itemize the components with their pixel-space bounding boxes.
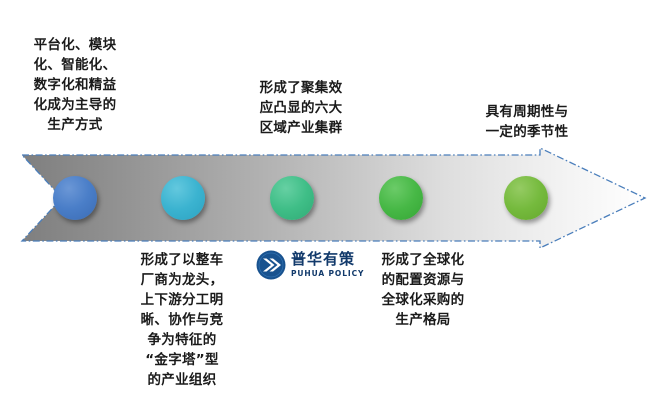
node-circle-5[interactable] [504,176,548,220]
callout-platform-production: 平台化、模块 化、智能化、 数字化和精益 化成为主导的 生产方式 [33,37,117,133]
brand-name-en: PUHUA POLICY [291,269,365,279]
process-arrow[interactable] [0,148,654,248]
arrow-body [22,148,645,248]
callout-pyramid-structure: 形成了以整车 厂商为龙头， 上下游分工明 晰、协作与竞 争为特征的 “金字塔”型… [140,252,224,388]
callout-global-sourcing: 形成了全球化 的配置资源与 全球化采购的 生产格局 [381,252,465,328]
brand-name-cn: 普华有策 [291,250,356,269]
node-circle-4[interactable] [379,176,423,220]
node-circle-3[interactable] [270,176,314,220]
brand-wordmark: 普华有策 PUHUA POLICY [291,252,364,278]
callout-cyclical-seasonal: 具有周期性与 一定的季节性 [485,104,569,140]
brand-logo: 普华有策 PUHUA POLICY [256,250,364,280]
callout-regional-clusters: 形成了聚集效 应凸显的六大 区域产业集群 [259,80,343,136]
node-circle-1[interactable] [53,176,97,220]
node-circle-2[interactable] [161,176,205,220]
wave-circle-icon [256,250,286,280]
arrow-selection-outline [20,148,647,248]
